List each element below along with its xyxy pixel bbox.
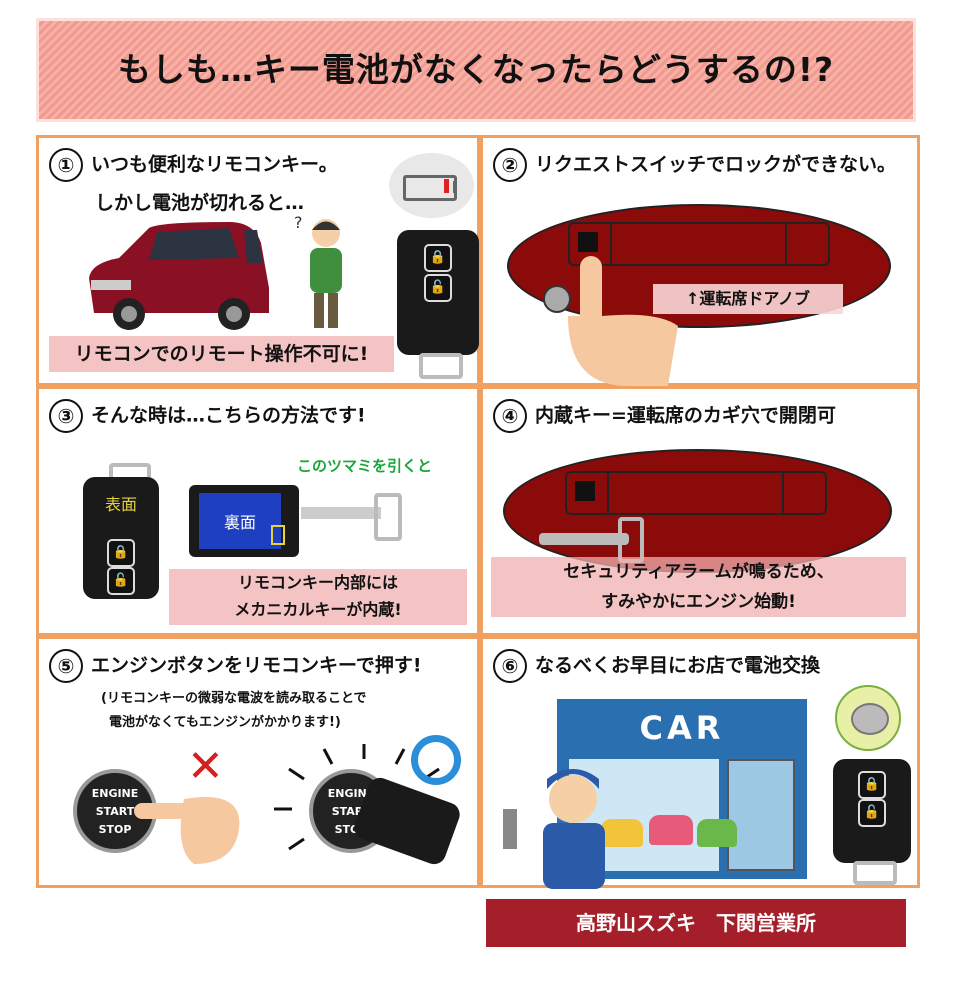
- pointing-finger-icon: [568, 256, 678, 386]
- panel-title: 内蔵キー=運転席のカギ穴で開閉可: [535, 404, 836, 427]
- battery-bubble: [835, 685, 901, 751]
- panel-title: なるべくお早目にお店で電池交換: [535, 654, 821, 677]
- mechanic-icon: [503, 769, 605, 889]
- panel-title: いつも便利なリモコンキー。: [91, 153, 338, 176]
- key-back-side: 裏面: [189, 485, 299, 557]
- green-car-icon: [697, 819, 737, 847]
- coin-battery-icon: [851, 703, 889, 735]
- lock-icon: 🔒: [424, 244, 452, 272]
- panel-caption: リモコンでのリモート操作不可に!: [49, 336, 394, 372]
- panel-note-1: (リモコンキーの微弱な電波を読み取ることで: [101, 691, 367, 706]
- title-banner: もしも…キー電池がなくなったらどうするの!?: [36, 18, 916, 122]
- page-title: もしも…キー電池がなくなったらどうするの!?: [117, 50, 835, 89]
- svg-text:?: ?: [294, 213, 303, 232]
- store-ribbon: [486, 899, 906, 947]
- wrong-mark-icon: ✕: [187, 741, 224, 792]
- panel-caption: リモコンキー内部には メカニカルキーが内蔵!: [169, 569, 467, 625]
- panel-4: ④ 内蔵キー=運転席のカギ穴で開閉可 セキュリティアラームが鳴るため、 すみやかに…: [480, 386, 920, 636]
- panel-2: ② リクエストスイッチでロックができない。 ↑運転席ドアノブ: [480, 135, 920, 386]
- step-number: ①: [49, 148, 83, 182]
- finger-pressing-icon: [134, 797, 240, 864]
- key-in-keyhole-icon: [539, 533, 629, 545]
- mechanical-key-icon: [301, 507, 381, 519]
- step-number: ③: [49, 399, 83, 433]
- panel-subtitle: しかし電池が切れると…: [95, 192, 305, 214]
- panel-caption: セキュリティアラームが鳴るため、 すみやかにエンジン始動!: [491, 557, 906, 617]
- request-switch: [578, 232, 598, 252]
- step-number: ⑥: [493, 649, 527, 683]
- door-handle: [568, 222, 830, 266]
- step-number: ⑤: [49, 649, 83, 683]
- keyhole-icon: [543, 285, 571, 313]
- panel-note-2: 電池がなくてもエンジンがかかります!): [109, 715, 341, 730]
- unlock-icon: 🔓: [424, 274, 452, 302]
- knob-callout: このツマミを引くと: [297, 457, 433, 475]
- panel-title: リクエストスイッチでロックができない。: [535, 153, 897, 176]
- remote-key-fob: 🔒 🔓: [397, 230, 479, 355]
- car-illustration: [89, 222, 269, 330]
- store-name: 高野山スズキ 下関営業所: [576, 911, 816, 935]
- empty-battery-icon: [389, 153, 474, 218]
- back-label: 裏面: [223, 513, 256, 532]
- unlock-icon: 🔓: [107, 567, 135, 595]
- door-handle: [565, 471, 827, 515]
- panel-5: ⑤ エンジンボタンをリモコンキーで押す! (リモコンキーの微弱な電波を読み取ること…: [36, 636, 480, 888]
- yellow-car-icon: [601, 819, 643, 847]
- door-handle-label: ↑運転席ドアノブ: [653, 284, 843, 314]
- unlock-icon: 🔓: [858, 799, 886, 827]
- key-front-side: 表面 🔒 🔓: [83, 477, 159, 599]
- panel-title: エンジンボタンをリモコンキーで押す!: [91, 654, 422, 677]
- lock-icon: 🔒: [858, 771, 886, 799]
- lock-icon: 🔒: [107, 539, 135, 567]
- mechanical-key-head: [374, 493, 402, 541]
- key-ring-icon: [419, 353, 463, 379]
- correct-mark-icon: [411, 735, 461, 785]
- remote-key-fob: 🔒 🔓: [833, 759, 911, 863]
- shop-sign: CAR: [639, 709, 725, 747]
- front-label: 表面: [104, 495, 137, 514]
- release-knob: [271, 525, 285, 545]
- step-number: ④: [493, 399, 527, 433]
- panel-title: そんな時は…こちらの方法です!: [91, 404, 366, 427]
- panel-3: ③ そんな時は…こちらの方法です! 表面 🔒 🔓 裏面 このツマミを引くと リモコ…: [36, 386, 480, 636]
- step-number: ②: [493, 148, 527, 182]
- panel-6: ⑥ なるべくお早目にお店で電池交換 CAR 🔒 🔓: [480, 636, 920, 889]
- panel-1: ① いつも便利なリモコンキー。 しかし電池が切れると… ? 🔒 🔓 リモコンでのリ…: [36, 135, 480, 386]
- worried-person-icon: ?: [294, 213, 342, 328]
- key-ring-icon: [853, 861, 897, 885]
- pink-car-icon: [649, 815, 693, 845]
